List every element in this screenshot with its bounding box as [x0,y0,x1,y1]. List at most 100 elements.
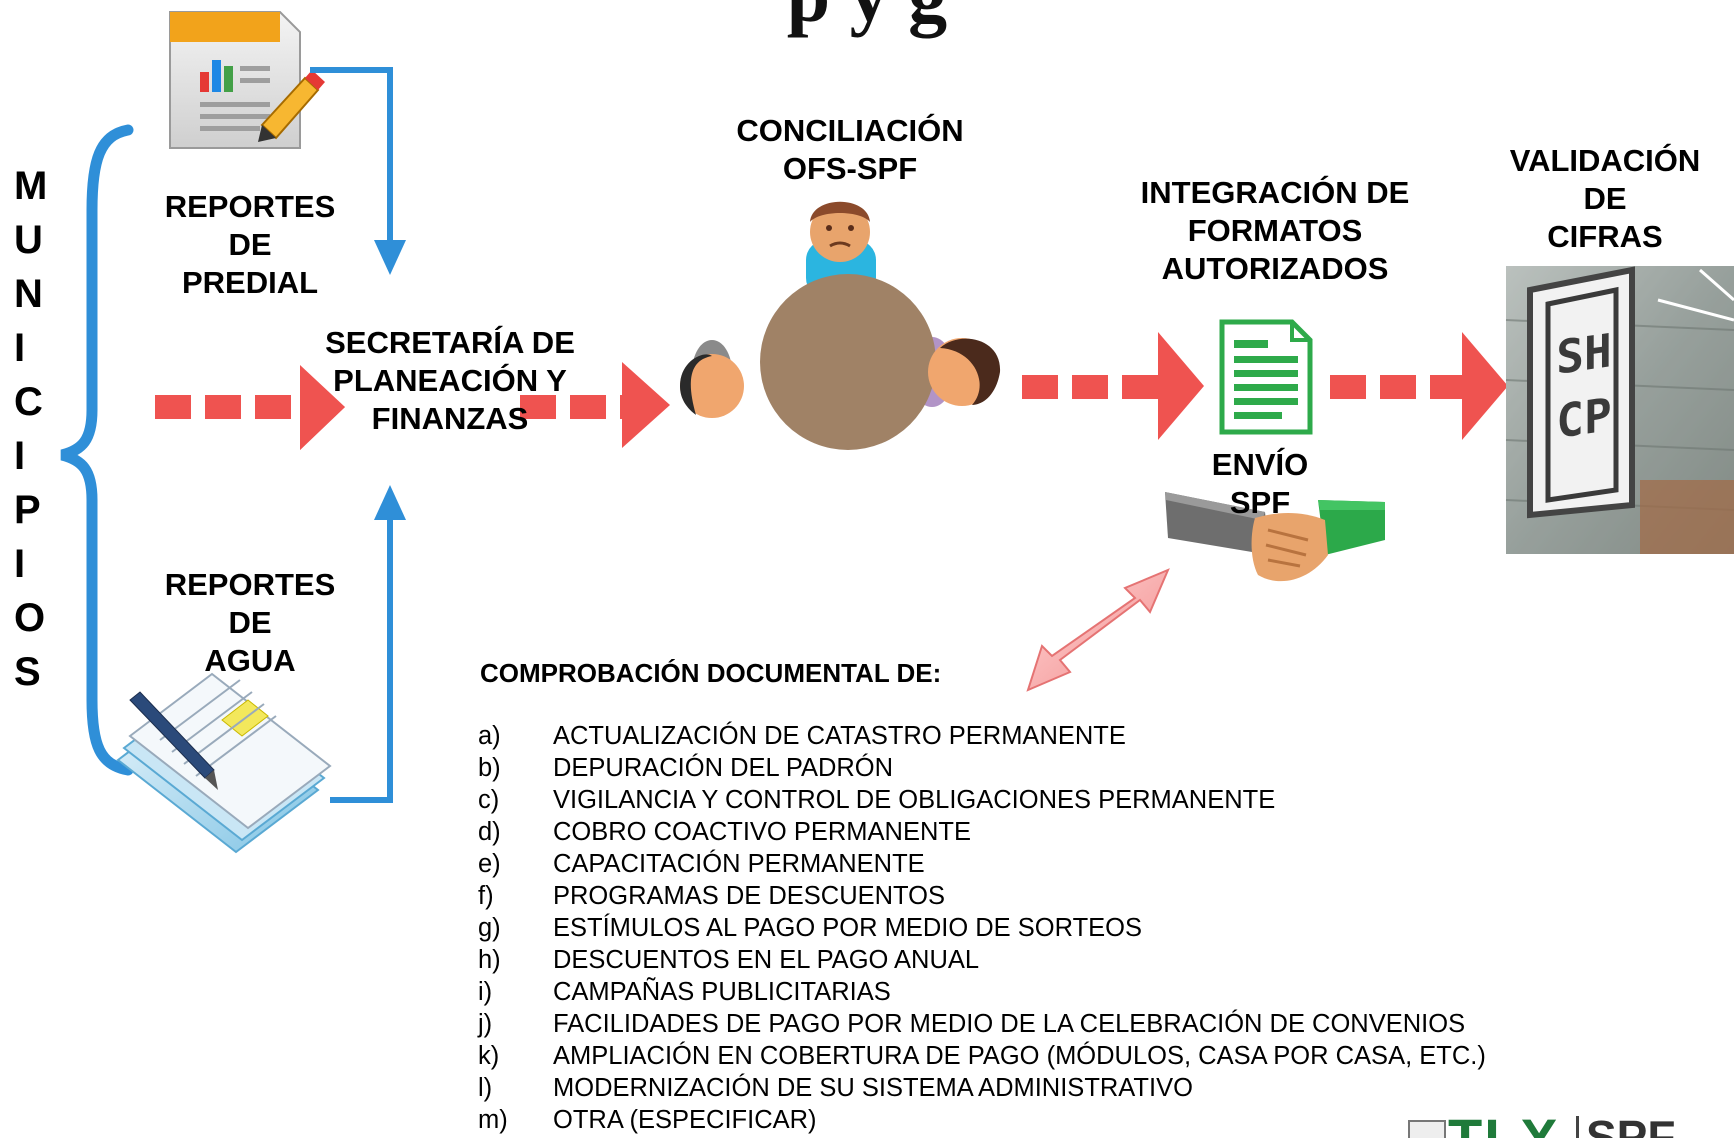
item-text: CAPACITACIÓN PERMANENTE [553,850,925,878]
validacion-label: VALIDACIÓN DE CIFRAS [1490,142,1720,256]
label-line: PLANEACIÓN Y [333,363,567,398]
predial-report-icon [169,11,325,149]
red-arrow-3 [1022,332,1204,440]
municipios-letter: I [14,434,26,478]
item-key: l) [478,1074,493,1102]
municipios-letter: M [14,164,48,208]
item-key: a) [478,722,501,750]
label-line: INTEGRACIÓN DE [1140,175,1410,210]
item-text: OTRA (ESPECIFICAR) [553,1106,817,1134]
label-line: VALIDACIÓN [1509,143,1701,178]
municipios-letter: U [14,218,43,262]
shcp-building-image [1505,266,1734,554]
agua-connector [330,520,393,803]
item-key: b) [478,754,501,782]
tlx-spf-logo: TLX SPF [1400,1112,1734,1138]
list-item: a) ACTUALIZACIÓN DE CATASTRO PERMANENTE [478,720,1486,752]
reportes-agua-label: REPORTES DE AGUA [150,566,350,680]
tlx-logo-text: TLX [1448,1112,1560,1138]
label-line: CIFRAS [1547,219,1663,254]
predial-connector [310,67,393,240]
item-text: AMPLIACIÓN EN COBERTURA DE PAGO (MÓDULOS… [553,1042,1486,1070]
municipios-letter: I [14,542,26,586]
item-text: MODERNIZACIÓN DE SU SISTEMA ADMINISTRATI… [553,1074,1193,1102]
list-item: j) FACILIDADES DE PAGO POR MEDIO DE LA CE… [478,1008,1486,1040]
item-text: FACILIDADES DE PAGO POR MEDIO DE LA CELE… [553,1010,1466,1038]
water-report-icon [116,672,332,854]
label-line: REPORTES [164,567,336,602]
integracion-label: INTEGRACIÓN DE FORMATOS AUTORIZADOS [1120,174,1430,288]
shcp-sign: SH CP [1552,318,1616,455]
label-line: AGUA [204,643,296,678]
double-arrow-icon [1026,568,1170,692]
item-text: VIGILANCIA Y CONTROL DE OBLIGACIONES PER… [553,786,1276,814]
handshake-icon [1165,492,1385,582]
label-line: AUTORIZADOS [1161,251,1389,286]
red-arrow-2 [520,362,670,448]
red-arrow-1 [155,365,345,450]
secretaria-label: SECRETARÍA DE PLANEACIÓN Y FINANZAS [310,324,590,438]
item-key: f) [478,882,494,910]
conciliacion-label: CONCILIACIÓN OFS-SPF [710,112,990,188]
list-item: h) DESCUENTOS EN EL PAGO ANUAL [478,944,1486,976]
reportes-predial-label: REPORTES DE PREDIAL [150,188,350,302]
label-line: ENVÍO [1211,447,1309,482]
item-key: h) [478,946,501,974]
spf-logo-text: SPF [1586,1112,1676,1138]
item-text: PROGRAMAS DE DESCUENTOS [553,882,946,910]
item-text: CAMPAÑAS PUBLICITARIAS [553,978,891,1006]
logo-divider [1576,1116,1579,1138]
label-line: DE [228,605,272,640]
item-text: DEPURACIÓN DEL PADRÓN [553,754,894,782]
shcp-sign-line: SH [1556,323,1612,385]
list-item: g) ESTÍMULOS AL PAGO POR MEDIO DE SORTEOS [478,912,1486,944]
shcp-sign-line: CP [1556,387,1612,449]
label-line: FORMATOS [1187,213,1363,248]
municipios-brace [60,124,134,776]
municipios-letter: O [14,596,46,640]
list-item: l) MODERNIZACIÓN DE SU SISTEMA ADMINISTRA… [478,1072,1486,1104]
label-line: SPF [1229,485,1291,520]
item-key: e) [478,850,501,878]
label-line: PREDIAL [181,265,319,300]
item-key: g) [478,914,501,942]
list-item: e) CAPACITACIÓN PERMANENTE [478,848,1486,880]
municipios-letter: S [14,650,41,694]
municipios-letter: I [14,326,26,370]
page-title-fragment: p y g [0,0,1734,40]
label-line: DE [1583,181,1627,216]
label-line: CONCILIACIÓN [736,113,964,148]
item-text: ACTUALIZACIÓN DE CATASTRO PERMANENTE [553,722,1126,750]
list-item: d) COBRO COACTIVO PERMANENTE [478,816,1486,848]
meeting-table-icon [680,201,1001,450]
item-text: COBRO COACTIVO PERMANENTE [553,818,971,846]
list-item: c) VIGILANCIA Y CONTROL DE OBLIGACIONES P… [478,784,1486,816]
municipios-letter: C [14,380,43,424]
item-key: c) [478,786,500,814]
list-item: k) AMPLIACIÓN EN COBERTURA DE PAGO (MÓDUL… [478,1040,1486,1072]
item-key: d) [478,818,501,846]
item-text: ESTÍMULOS AL PAGO POR MEDIO DE SORTEOS [553,914,1142,942]
label-line: OFS-SPF [782,151,918,186]
comprobacion-title: COMPROBACIÓN DOCUMENTAL DE: [480,658,942,688]
list-item: m) OTRA (ESPECIFICAR) [478,1104,1486,1136]
item-key: k) [478,1042,500,1070]
label-line: FINANZAS [371,401,529,436]
label-line: DE [228,227,272,262]
item-key: j) [478,1010,493,1038]
label-line: REPORTES [164,189,336,224]
red-arrow-4 [1330,332,1508,440]
list-item: b) DEPURACIÓN DEL PADRÓN [478,752,1486,784]
seal-icon [1408,1120,1446,1138]
label-line: SECRETARÍA DE [325,325,575,360]
green-document-icon [1219,319,1313,435]
comprobacion-list: a) ACTUALIZACIÓN DE CATASTRO PERMANENTE b… [478,720,1486,1136]
envio-label: ENVÍO SPF [1180,446,1340,522]
municipios-letter: P [14,488,41,532]
item-text: DESCUENTOS EN EL PAGO ANUAL [553,946,980,974]
municipios-letter: N [14,272,43,316]
list-item: i) CAMPAÑAS PUBLICITARIAS [478,976,1486,1008]
item-key: i) [478,978,493,1006]
item-key: m) [478,1106,508,1134]
